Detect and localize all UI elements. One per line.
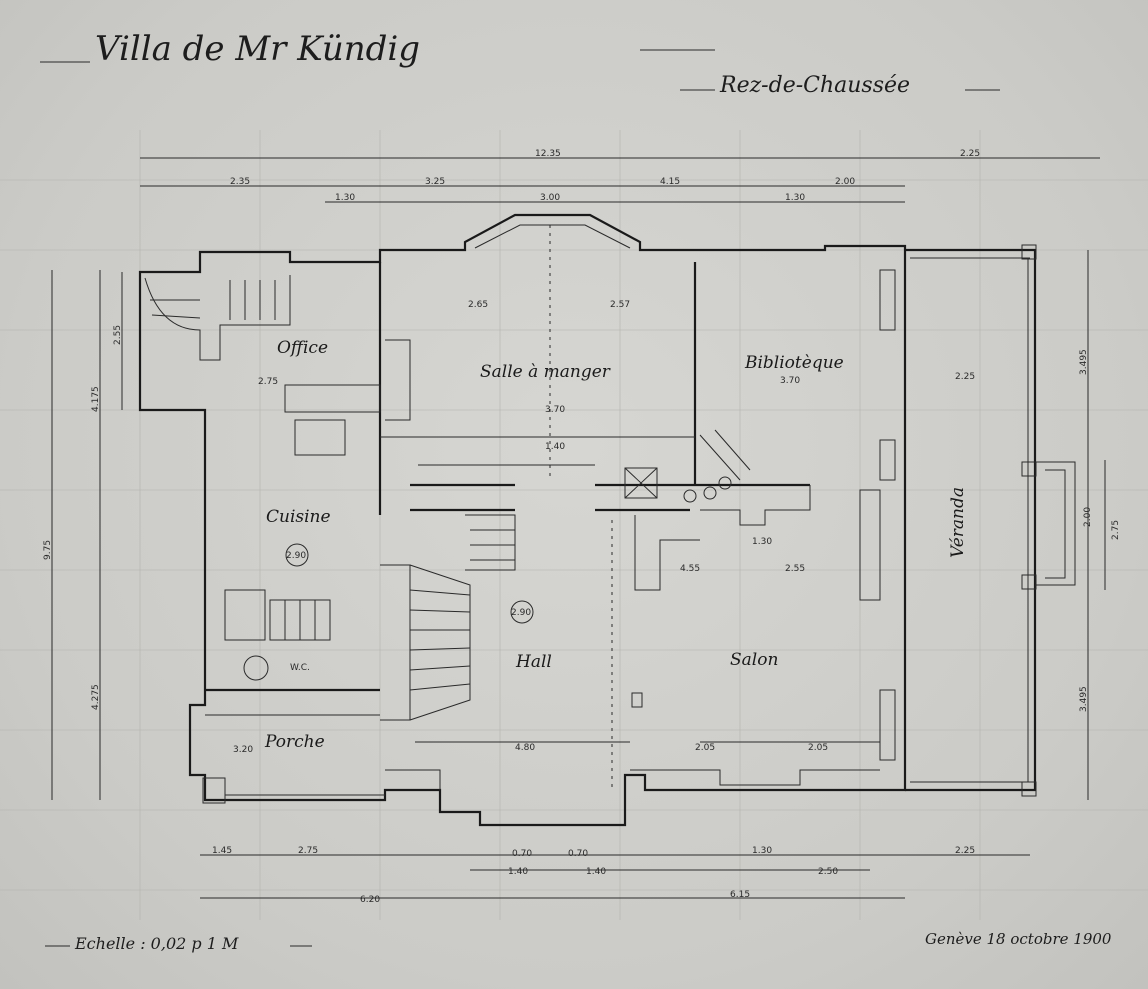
- dim-bottom-d3: 1.30: [752, 846, 772, 856]
- dim-bottom-d11: 6.15: [730, 890, 750, 900]
- drawing-signature: Genève 18 octobre 1900: [925, 930, 1112, 948]
- height-mark-cuisine: 2.90: [286, 551, 306, 561]
- dim-salle-w2: 2.57: [610, 300, 630, 310]
- dim-right-c: 2.75: [1111, 520, 1121, 540]
- dim-top-d4: 2.00: [835, 177, 855, 187]
- dim-salle-w: 2.65: [468, 300, 488, 310]
- dim-bottom-d8: 1.40: [586, 867, 606, 877]
- dim-salon-w2: 2.05: [808, 743, 828, 753]
- dim-left-c: 9.75: [43, 540, 53, 560]
- dim-top-d2: 3.25: [425, 177, 445, 187]
- dim-salon-b: 2.55: [785, 564, 805, 574]
- dim-bottom-d1: 1.45: [212, 846, 232, 856]
- drawing-subtitle: Rez-de-Chaussée: [719, 73, 910, 98]
- dim-left-b: 4.275: [91, 684, 101, 710]
- dim-salon-c: 1.30: [752, 537, 772, 547]
- dim-top-d5: 1.30: [335, 193, 355, 203]
- room-label-veranda: Véranda: [948, 487, 968, 558]
- dim-bottom-d6: 0.70: [568, 849, 588, 859]
- dim-salle-h: 3.70: [545, 405, 565, 415]
- room-label-office: Office: [277, 338, 328, 358]
- dim-top-d3: 4.15: [660, 177, 680, 187]
- dim-hall-w: 4.80: [515, 743, 535, 753]
- inner-dimensions: 2.65 2.57 3.70 3.70 2.75 4.80 2.05 2.05 …: [233, 225, 975, 790]
- drawing-scale: Echelle : 0,02 p 1 M: [74, 934, 239, 953]
- dim-right-a: 3.495: [1079, 349, 1089, 375]
- dim-biblio-w: 3.70: [780, 376, 800, 386]
- room-label-wc: W.C.: [290, 663, 310, 673]
- dim-bottom-d5: 0.70: [512, 849, 532, 859]
- room-label-salle-a-manger: Salle à manger: [480, 362, 611, 382]
- height-mark-cuisine-circle: [285, 543, 309, 567]
- height-mark-hall-circle: [510, 600, 534, 624]
- left-dimensions: 4.175 4.275 9.75 2.55: [43, 270, 123, 800]
- bottom-dimensions: 1.45 2.75 1.30 2.25 0.70 0.70 1.40 1.40 …: [200, 846, 1030, 905]
- dim-top-d7: 1.30: [785, 193, 805, 203]
- dim-bottom-d2: 2.75: [298, 846, 318, 856]
- dim-top-d1: 2.35: [230, 177, 250, 187]
- dim-top-d6: 3.00: [540, 193, 560, 203]
- dim-bottom-d4: 2.25: [955, 846, 975, 856]
- drawing-title: Villa de Mr Kündig: [95, 29, 420, 69]
- room-label-bibliotheque: Bibliotèque: [744, 353, 844, 373]
- dim-bottom-d10: 6.20: [360, 895, 380, 905]
- dim-porche-w: 3.20: [233, 745, 253, 755]
- right-dimensions: 3.495 3.495 2.75 2.00: [1079, 250, 1121, 800]
- dim-salon-w1: 2.05: [695, 743, 715, 753]
- veranda-structure: [905, 244, 1076, 797]
- room-label-cuisine: Cuisine: [266, 507, 331, 527]
- room-label-hall: Hall: [515, 652, 552, 672]
- dim-bottom-d9: 2.50: [818, 867, 838, 877]
- dim-office-w: 2.75: [258, 377, 278, 387]
- height-mark-hall: 2.90: [511, 608, 531, 618]
- dim-veranda-w: 2.25: [955, 372, 975, 382]
- dim-salon-a: 4.55: [680, 564, 700, 574]
- dim-top-right: 2.25: [960, 149, 980, 159]
- dim-top-total: 12.35: [535, 149, 561, 159]
- building-walls: [138, 213, 907, 827]
- background-grid: [0, 130, 1148, 920]
- dim-left-a: 4.175: [91, 386, 101, 412]
- dim-left-d: 2.55: [113, 325, 123, 345]
- dim-bottom-d7: 1.40: [508, 867, 528, 877]
- dim-right-b: 3.495: [1079, 686, 1089, 712]
- room-label-porche: Porche: [264, 732, 325, 752]
- top-dimensions: 12.35 2.25 2.35 3.25 4.15 2.00 1.30 3.00…: [140, 149, 1100, 203]
- dim-right-d: 2.00: [1083, 507, 1093, 527]
- dim-step: 1.40: [545, 442, 565, 452]
- room-label-salon: Salon: [730, 650, 778, 670]
